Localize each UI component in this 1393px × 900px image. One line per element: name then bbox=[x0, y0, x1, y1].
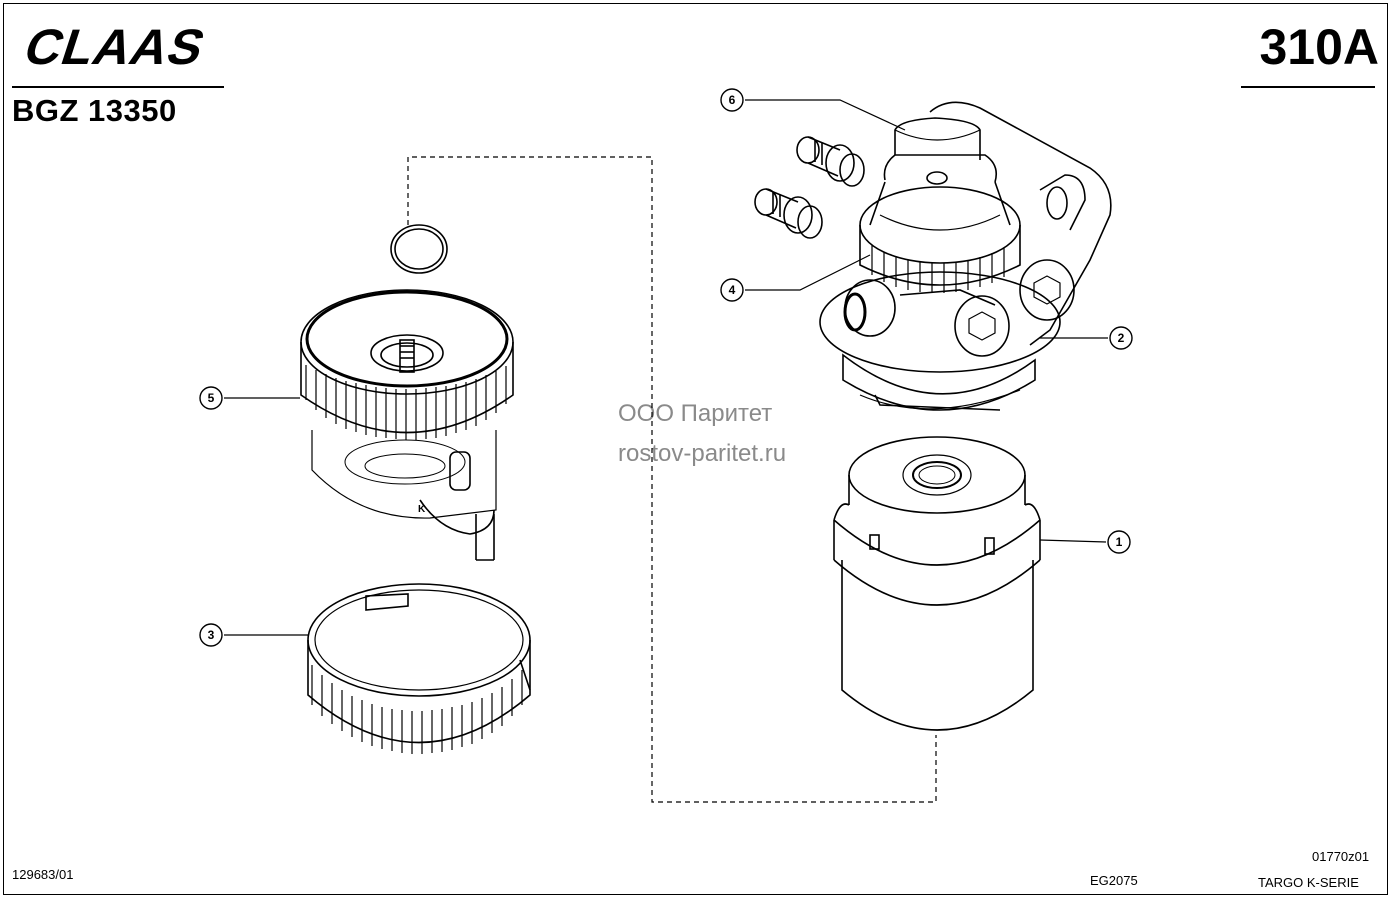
callout-6-label: 6 bbox=[729, 93, 736, 107]
part-4-knurled-nut bbox=[859, 186, 1021, 293]
callout-6: 6 bbox=[720, 88, 744, 112]
callout-2-label: 2 bbox=[1118, 331, 1125, 345]
footer-right-code-bottom: TARGO K-SERIE bbox=[1258, 875, 1359, 890]
callout-5: 5 bbox=[199, 386, 223, 410]
o-ring bbox=[390, 224, 448, 274]
callout-4-label: 4 bbox=[729, 283, 736, 297]
part-6-hand-primer bbox=[869, 117, 1011, 231]
threaded-fitting-upper bbox=[796, 136, 865, 187]
callout-4: 4 bbox=[720, 278, 744, 302]
leader-lines bbox=[224, 99, 1108, 636]
footer-center-code: EG2075 bbox=[1090, 873, 1138, 888]
footer-left-code: 129683/01 bbox=[12, 867, 74, 882]
k-marking: K bbox=[418, 504, 426, 515]
part-5-separator-bowl bbox=[300, 289, 514, 561]
callout-3: 3 bbox=[199, 623, 223, 647]
callout-2: 2 bbox=[1109, 326, 1133, 350]
callout-1: 1 bbox=[1107, 530, 1131, 554]
threaded-fitting-lower bbox=[754, 188, 823, 239]
drawing-frame bbox=[3, 3, 1388, 895]
page-code: 310A bbox=[1259, 19, 1379, 75]
part-2-filter-head bbox=[819, 101, 1112, 411]
document-code: BGZ 13350 bbox=[12, 93, 177, 128]
claas-logo: CLAAS bbox=[18, 19, 213, 72]
footer-right-code-top: 01770z01 bbox=[1312, 849, 1370, 864]
watermark-company: ООО Паритет bbox=[618, 400, 773, 427]
callout-3-label: 3 bbox=[208, 628, 215, 642]
brand-underline bbox=[12, 86, 224, 88]
assembly-dashed-line bbox=[407, 156, 937, 803]
watermark-url: rostov-paritet.ru bbox=[618, 440, 787, 467]
callout-1-label: 1 bbox=[1116, 535, 1123, 549]
svg-text:CLAAS: CLAAS bbox=[18, 19, 213, 72]
page-code-underline bbox=[1241, 86, 1375, 88]
part-3-locking-ring bbox=[307, 583, 531, 754]
part-1-filter-cartridge bbox=[833, 436, 1041, 731]
callout-5-label: 5 bbox=[208, 391, 215, 405]
